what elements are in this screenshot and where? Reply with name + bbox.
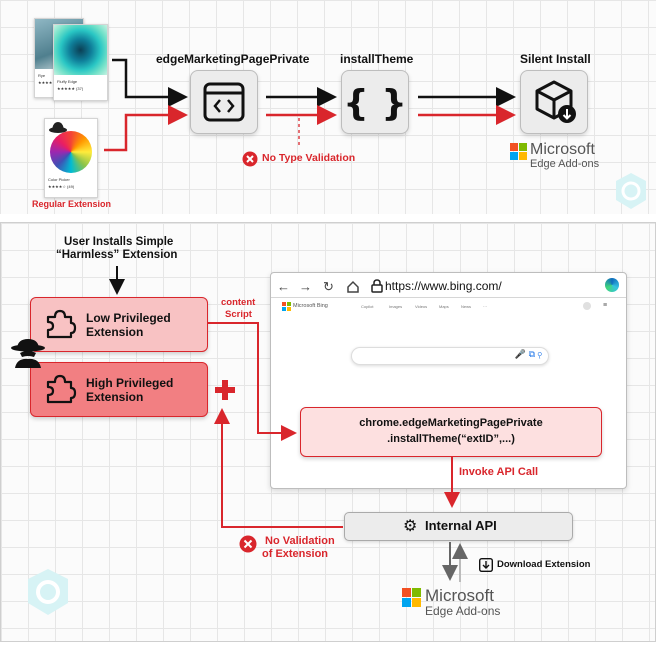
hacker-spy-icon — [11, 339, 45, 368]
top-panel: Rye ★★★★ ☆ Fluffy Edge ★★★★★ (37) Color … — [0, 0, 656, 214]
low-line2: Extension — [86, 325, 144, 339]
user-installs-line1: User Installs Simple — [64, 236, 174, 248]
search-tools-icon[interactable]: 🎤 ⧉ ⚲ — [514, 349, 542, 359]
error-x-icon — [242, 151, 258, 167]
forward-arrow-icon[interactable]: → — [299, 279, 312, 294]
bing-profile-avatar[interactable] — [583, 302, 591, 310]
extension-card-color-picker[interactable]: Color Picker ★★★★☆ (49) — [44, 118, 98, 198]
download-extension-label: Download Extension — [497, 559, 591, 570]
bing-logo-text: Microsoft Bing — [293, 303, 328, 309]
error-x-icon — [239, 535, 257, 553]
lock-icon — [371, 279, 383, 293]
bing-nav-news[interactable]: News — [461, 304, 472, 309]
bing-nav-images[interactable]: Images — [389, 304, 403, 309]
download-icon — [478, 557, 494, 573]
node-edge-marketing-label: edgeMarketingPagePrivate — [156, 52, 310, 66]
card-rating: ★★★★☆ (49) — [48, 184, 75, 189]
card-title: Fluffy Edge — [57, 79, 78, 84]
plus-icon — [215, 380, 235, 400]
internal-api-box[interactable]: ⚙ Internal API — [344, 512, 573, 541]
content-script-line2: Script — [225, 309, 252, 320]
puzzle-piece-icon — [46, 309, 77, 339]
no-type-validation-label: No Type Validation — [262, 152, 356, 164]
api-call-box[interactable]: chrome.edgeMarketingPagePrivate .install… — [300, 407, 602, 457]
edge-addons-label: Edge Add-ons — [425, 604, 501, 618]
home-icon[interactable] — [346, 280, 360, 294]
microsoft-wordmark: Microsoft — [530, 141, 595, 158]
regular-extension-label: Regular Extension — [32, 199, 112, 209]
gear-icon: ⚙ — [403, 518, 418, 535]
api-call-line2: .installTheme(“extID”,...) — [387, 433, 515, 445]
bing-nav-more[interactable]: ··· — [483, 304, 487, 309]
node-silent-install-label: Silent Install — [520, 52, 591, 66]
color-wheel-icon — [50, 131, 92, 173]
card-rating: ★★★★ ☆ — [38, 80, 58, 85]
bing-search-input[interactable]: 🎤 ⧉ ⚲ — [351, 347, 549, 365]
microsoft-logo-icon — [510, 143, 527, 160]
node-install-theme-label: installTheme — [340, 52, 414, 66]
api-call-line1: chrome.edgeMarketingPagePrivate — [359, 417, 543, 429]
high-line1: High Privileged — [86, 376, 174, 390]
content-script-line1: content — [221, 297, 256, 308]
browser-window: ← → ↻ https://www.bing.com/ Microsoft Bi… — [270, 272, 627, 489]
silent-install-node[interactable] — [520, 70, 588, 134]
svg-text:{ }: { } — [343, 83, 407, 124]
microsoft-wordmark: Microsoft — [425, 586, 494, 605]
high-privileged-extension-box[interactable]: High Privileged Extension — [30, 362, 208, 417]
no-validation-line2: of Extension — [262, 548, 329, 560]
back-arrow-icon[interactable]: ← — [277, 279, 290, 294]
microsoft-bing-logo-icon — [282, 302, 291, 311]
edge-logo-icon — [605, 278, 619, 292]
code-window-icon — [203, 82, 245, 122]
curly-braces-icon: { } — [343, 83, 407, 124]
theme-card-fluffy-edge[interactable]: Fluffy Edge ★★★★★ (37) — [53, 24, 108, 101]
url-bar[interactable]: https://www.bing.com/ — [385, 279, 502, 293]
card-title: Rye — [38, 73, 46, 78]
shield-watermark-icon — [28, 569, 68, 615]
reload-icon[interactable]: ↻ — [323, 279, 334, 294]
spy-hat-icon — [49, 122, 67, 133]
user-installs-line2: “Harmless” Extension — [56, 249, 178, 261]
top-flow-arrows — [104, 58, 516, 152]
bing-menu-icon[interactable]: ≡ — [603, 302, 608, 309]
high-line2: Extension — [86, 390, 144, 404]
puzzle-piece-icon — [46, 374, 77, 404]
edge-marketing-page-private-node[interactable] — [190, 70, 258, 134]
bing-nav-copilot[interactable]: Copilot — [361, 304, 374, 309]
install-theme-node[interactable]: { } — [341, 70, 409, 134]
card-rating: ★★★★★ (37) — [57, 86, 84, 91]
low-privileged-extension-box[interactable]: Low Privileged Extension — [30, 297, 208, 352]
edge-addons-label: Edge Add-ons — [530, 158, 600, 170]
card-title: Color Picker — [48, 177, 70, 182]
bing-nav-videos[interactable]: Videos — [415, 304, 428, 309]
microsoft-logo-icon — [402, 588, 421, 607]
package-download-icon — [535, 80, 576, 123]
invoke-api-call-label: Invoke API Call — [459, 466, 539, 478]
low-line1: Low Privileged — [86, 311, 171, 325]
no-validation-line1: No Validation — [265, 535, 335, 547]
internal-api-label: Internal API — [425, 518, 497, 533]
bing-nav-maps[interactable]: Maps — [439, 304, 449, 309]
shield-watermark-icon — [616, 173, 646, 209]
